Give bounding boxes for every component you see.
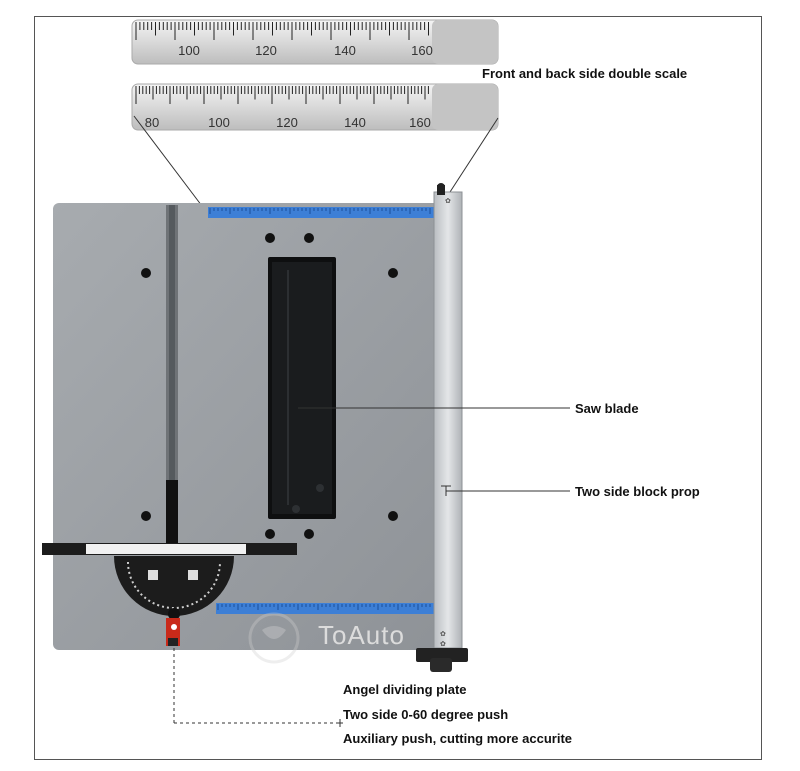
- label-block-prop: Two side block prop: [575, 484, 700, 499]
- ruler-bottom-labels: 80 100 120 140 160: [145, 115, 431, 130]
- watermark-text: ToAuto: [318, 620, 405, 650]
- miter-gauge: [42, 480, 297, 646]
- annotation-lines: [173, 407, 570, 727]
- svg-text:100: 100: [208, 115, 230, 130]
- label-aux-push: Auxiliary push, cutting more accurite: [343, 731, 572, 746]
- svg-text:140: 140: [334, 43, 356, 58]
- svg-text:160: 160: [409, 115, 431, 130]
- svg-text:120: 120: [276, 115, 298, 130]
- saw-table: [53, 203, 453, 650]
- ruler-bottom: [131, 83, 499, 131]
- zoom-line-right: [449, 117, 499, 193]
- svg-text:120: 120: [255, 43, 277, 58]
- scale-tape-top: [208, 207, 434, 218]
- label-angle-plate: Angel dividing plate: [343, 682, 467, 697]
- svg-text:✿: ✿: [440, 631, 446, 638]
- image-frame: [34, 16, 762, 760]
- label-double-scale: Front and back side double scale: [482, 66, 688, 81]
- svg-text:✿: ✿: [440, 641, 446, 648]
- svg-text:160: 160: [411, 43, 433, 58]
- label-push: Two side 0-60 degree push: [343, 707, 509, 722]
- label-saw-blade: Saw blade: [575, 401, 639, 416]
- table-screws: [141, 233, 398, 539]
- scale-tape-bottom: [216, 603, 436, 614]
- ruler-top: [131, 19, 499, 65]
- watermark-logo: [248, 612, 300, 664]
- svg-text:80: 80: [145, 115, 159, 130]
- svg-text:140: 140: [344, 115, 366, 130]
- saw-blade: [268, 257, 336, 519]
- zoom-line-left: [133, 115, 209, 215]
- ruler-top-labels: 100 120 140 160: [178, 43, 433, 58]
- rip-fence: ✿ ✿ ✿: [416, 183, 468, 672]
- svg-text:✿: ✿: [445, 198, 451, 205]
- svg-text:100: 100: [178, 43, 200, 58]
